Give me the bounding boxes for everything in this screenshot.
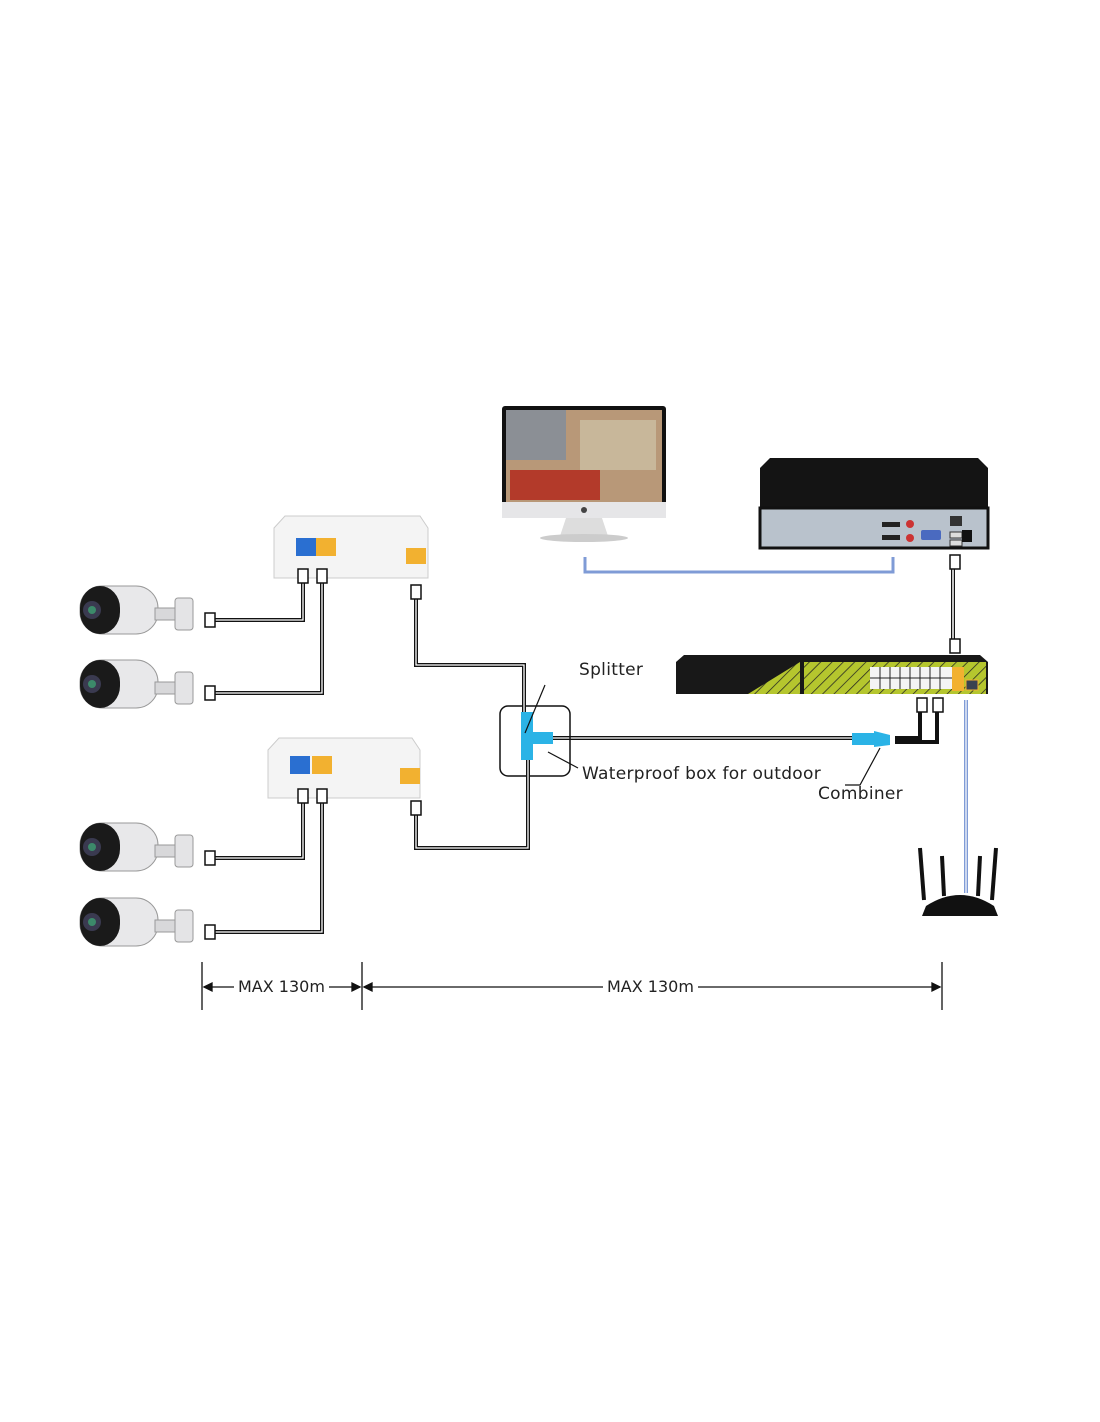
poe-extender-bottom — [267, 737, 421, 799]
poe-extender-top — [273, 515, 429, 579]
nvr-recorder — [758, 458, 990, 550]
router — [918, 847, 998, 916]
combiner-label: Combiner — [818, 784, 903, 804]
waterproof-box-label: Waterproof box for outdoor — [582, 764, 821, 784]
camera-1 — [79, 585, 194, 635]
splitter-connector — [521, 712, 533, 760]
poe-switch — [676, 655, 988, 694]
nvr-switch-cable — [949, 554, 961, 654]
max-distance-left: MAX 130m — [234, 977, 329, 996]
camera-3 — [79, 822, 194, 872]
camera-2 — [79, 659, 194, 709]
combiner — [852, 697, 944, 747]
monitor — [502, 406, 666, 542]
max-distance-right: MAX 130m — [603, 977, 698, 996]
waterproof-box — [414, 590, 881, 850]
hdmi-cable — [583, 557, 895, 574]
splitter-label: Splitter — [579, 660, 644, 680]
camera-4 — [79, 897, 194, 947]
